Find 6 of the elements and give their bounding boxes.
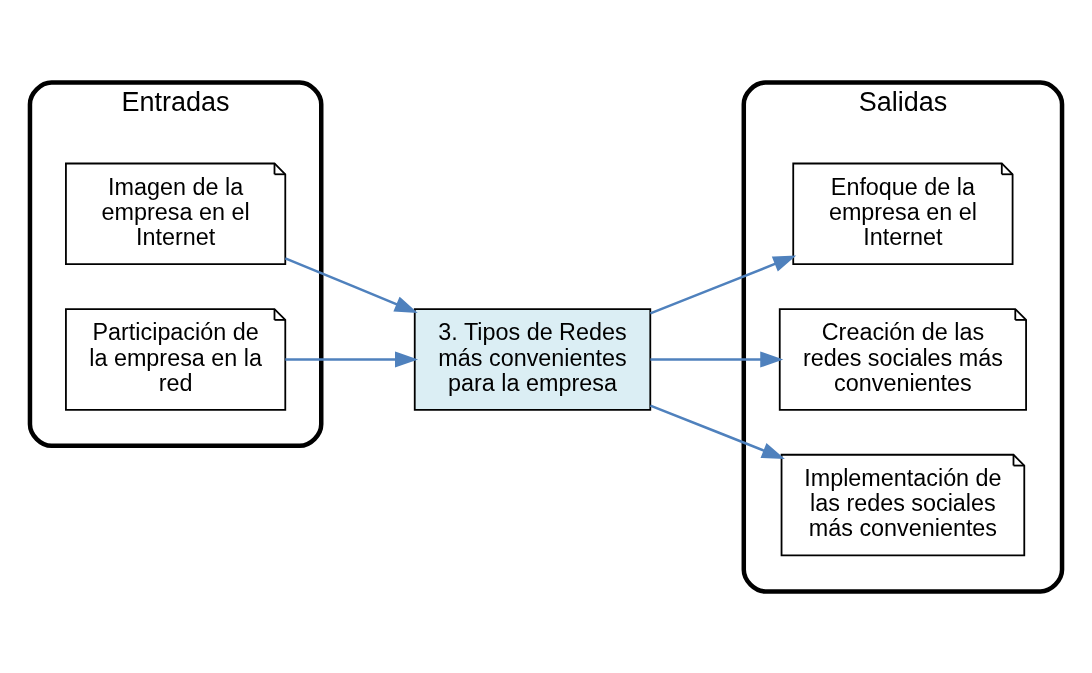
arrow xyxy=(649,403,785,459)
arrow xyxy=(649,255,797,315)
arrow xyxy=(285,350,419,368)
arrow xyxy=(284,256,418,313)
node-box: 3. Tipos de Redes más convenientes para la empresa xyxy=(413,307,652,411)
arrow xyxy=(650,350,784,368)
